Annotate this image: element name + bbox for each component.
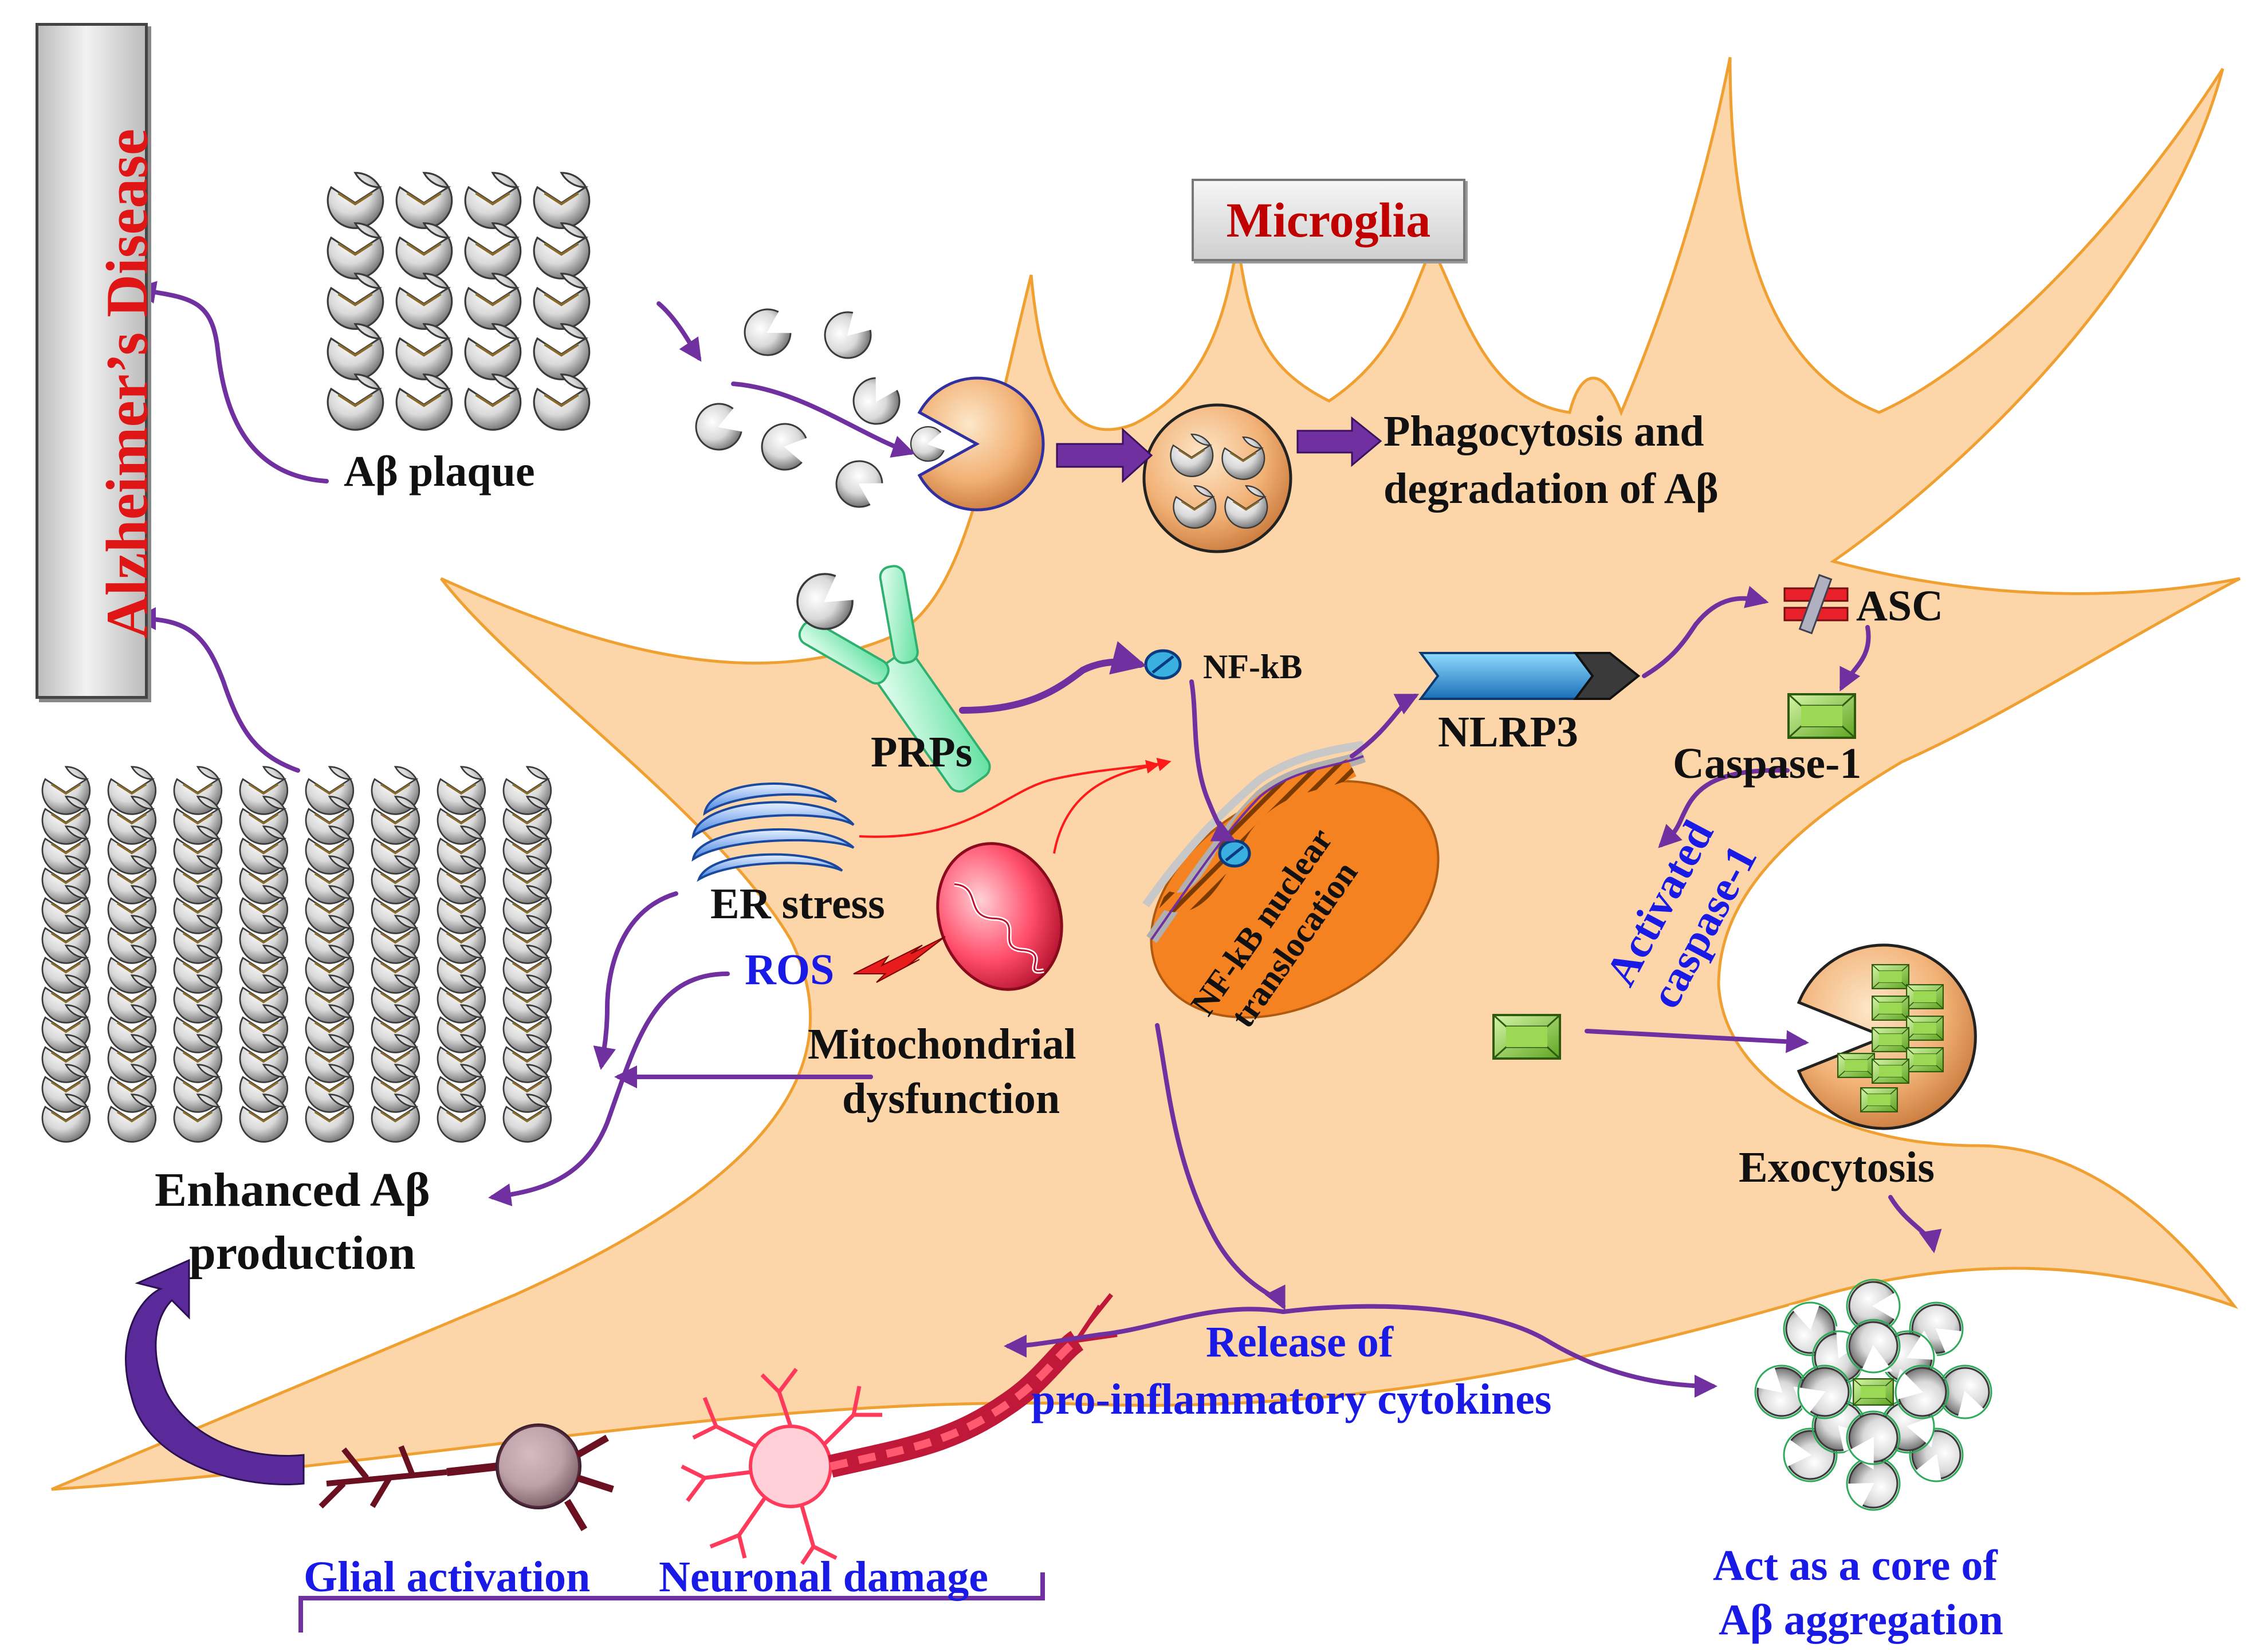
arrow [593,891,678,1070]
er-stress-label: ER stress [710,880,885,928]
title-box: Alzheimer’s Disease [36,23,160,699]
arrow [133,281,329,483]
amyloid-beta-monomer-icon [534,173,589,229]
amyloid-beta-monomer-icon [465,375,521,430]
arrow [1189,679,1236,841]
aggregation-core-icon [1744,1279,1996,1519]
lightning-icon [853,936,946,983]
arrow [1350,694,1420,758]
aggregate-outline [1846,1319,1901,1374]
amyloid-beta-monomer-icon [396,223,452,279]
microglia-label: Microglia [1226,192,1431,247]
arrow [1281,1304,1717,1398]
amyloid-beta-monomer-icon [396,274,452,329]
microglia-label-box: Microglia [1192,179,1465,261]
aggregate-outline [1797,1364,1852,1419]
amyloid-beta-monomer-icon [534,274,589,329]
amyloid-plaque-icon [328,173,589,430]
caspase-icon [1787,693,1856,739]
enhanced-label-line1: Enhanced Aβ [155,1163,430,1217]
prrs-label: PRPs [871,728,973,776]
core-label-line1: Act as a core of [1713,1541,1998,1590]
amyloid-beta-monomer-icon [785,560,867,641]
caspase1-label: Caspase-1 [1673,740,1862,788]
arrow [1840,625,1871,692]
nlrp3-icon [1418,652,1641,700]
arrow [1155,1023,1286,1311]
amyloid-beta-monomer-icon [328,173,383,229]
red-arrow [1053,760,1160,854]
exocytosis-vesicle-icon [1797,943,1977,1130]
phagosome-icon [1142,403,1292,553]
arrow [1888,1195,1942,1253]
arrow [133,607,300,773]
bracket-line [298,1572,1045,1633]
arrow [657,301,702,362]
receptor-icon [798,565,991,793]
amyloid-beta-monomer-icon [328,274,383,329]
amyloid-beta-monomer-icon [396,375,452,430]
page-title: Alzheimer’s Disease [94,128,160,639]
release-label-line1: Release of [1206,1318,1394,1366]
enhanced-label-line2: production [189,1226,416,1280]
amyloid-beta-monomer-icon [396,324,452,380]
amyloid-beta-monomer-icon [328,375,383,430]
neuronal-damage-label: Neuronal damage [659,1553,988,1601]
arrow [1658,768,1790,848]
asc-label: ASC [1856,582,1944,630]
neuron-icon [319,1423,614,1532]
arrow [1585,1029,1809,1053]
glial-activation-label: Glial activation [304,1553,591,1601]
red-arrow [859,758,1172,838]
aggregate-outline [1846,1410,1901,1465]
asc-icon [1783,573,1849,635]
amyloid-beta-monomer-icon [465,223,521,279]
er-icon [691,782,855,882]
arrow [1642,585,1769,678]
amyloid-beta-monomer-icon [465,324,521,380]
arrow [1004,1307,1286,1358]
arrow [488,971,730,1206]
astrocyte-icon [681,1293,1118,1565]
aggregate-outline [1783,1427,1838,1482]
amyloid-beta-monomer-icon [534,223,589,279]
microglia-pacman-icon [907,376,1045,512]
enhanced-amyloid-stack-icon [41,765,552,1143]
amyloid-beta-monomer-icon [328,324,383,380]
aggregate-outline [1894,1364,1949,1419]
caspase-icon [1492,1014,1561,1060]
arrow [731,381,915,458]
caspase-icon [1852,1378,1894,1406]
amyloid-beta-monomer-icon [689,298,910,518]
block-arrow [1056,427,1153,483]
nfkb-icon [1144,649,1182,680]
phagocytosis-label-line2: degradation of Aβ [1383,465,1719,513]
block-arrow [1296,416,1382,467]
core-label-line2: Aβ aggregation [1719,1596,2003,1644]
nfkb-label: NF-kB [1203,648,1303,686]
amyloid-beta-monomer-icon [465,274,521,329]
aggregate-outline [1909,1427,1964,1482]
nlrp3-label: NLRP3 [1438,708,1578,756]
ab-plaque-label: Aβ plaque [344,447,535,495]
exocytosis-label: Exocytosis [1739,1143,1935,1191]
arrow [959,641,1147,714]
amyloid-beta-monomer-icon [534,375,589,430]
phagocytosis-label-line1: Phagocytosis and [1383,407,1704,455]
release-label-line2: pro-inflammatory cytokines [1031,1375,1552,1423]
mito-label-line1: Mitochondrial [808,1020,1076,1068]
mito-label-line2: dysfunction [842,1075,1060,1123]
ros-label: ROS [745,946,835,994]
amyloid-beta-monomer-icon [465,173,521,229]
amyloid-beta-monomer-icon [534,324,589,380]
amyloid-beta-monomer-icon [328,223,383,279]
amyloid-beta-monomer-icon [396,173,452,229]
curved-block-arrow [125,1258,305,1485]
